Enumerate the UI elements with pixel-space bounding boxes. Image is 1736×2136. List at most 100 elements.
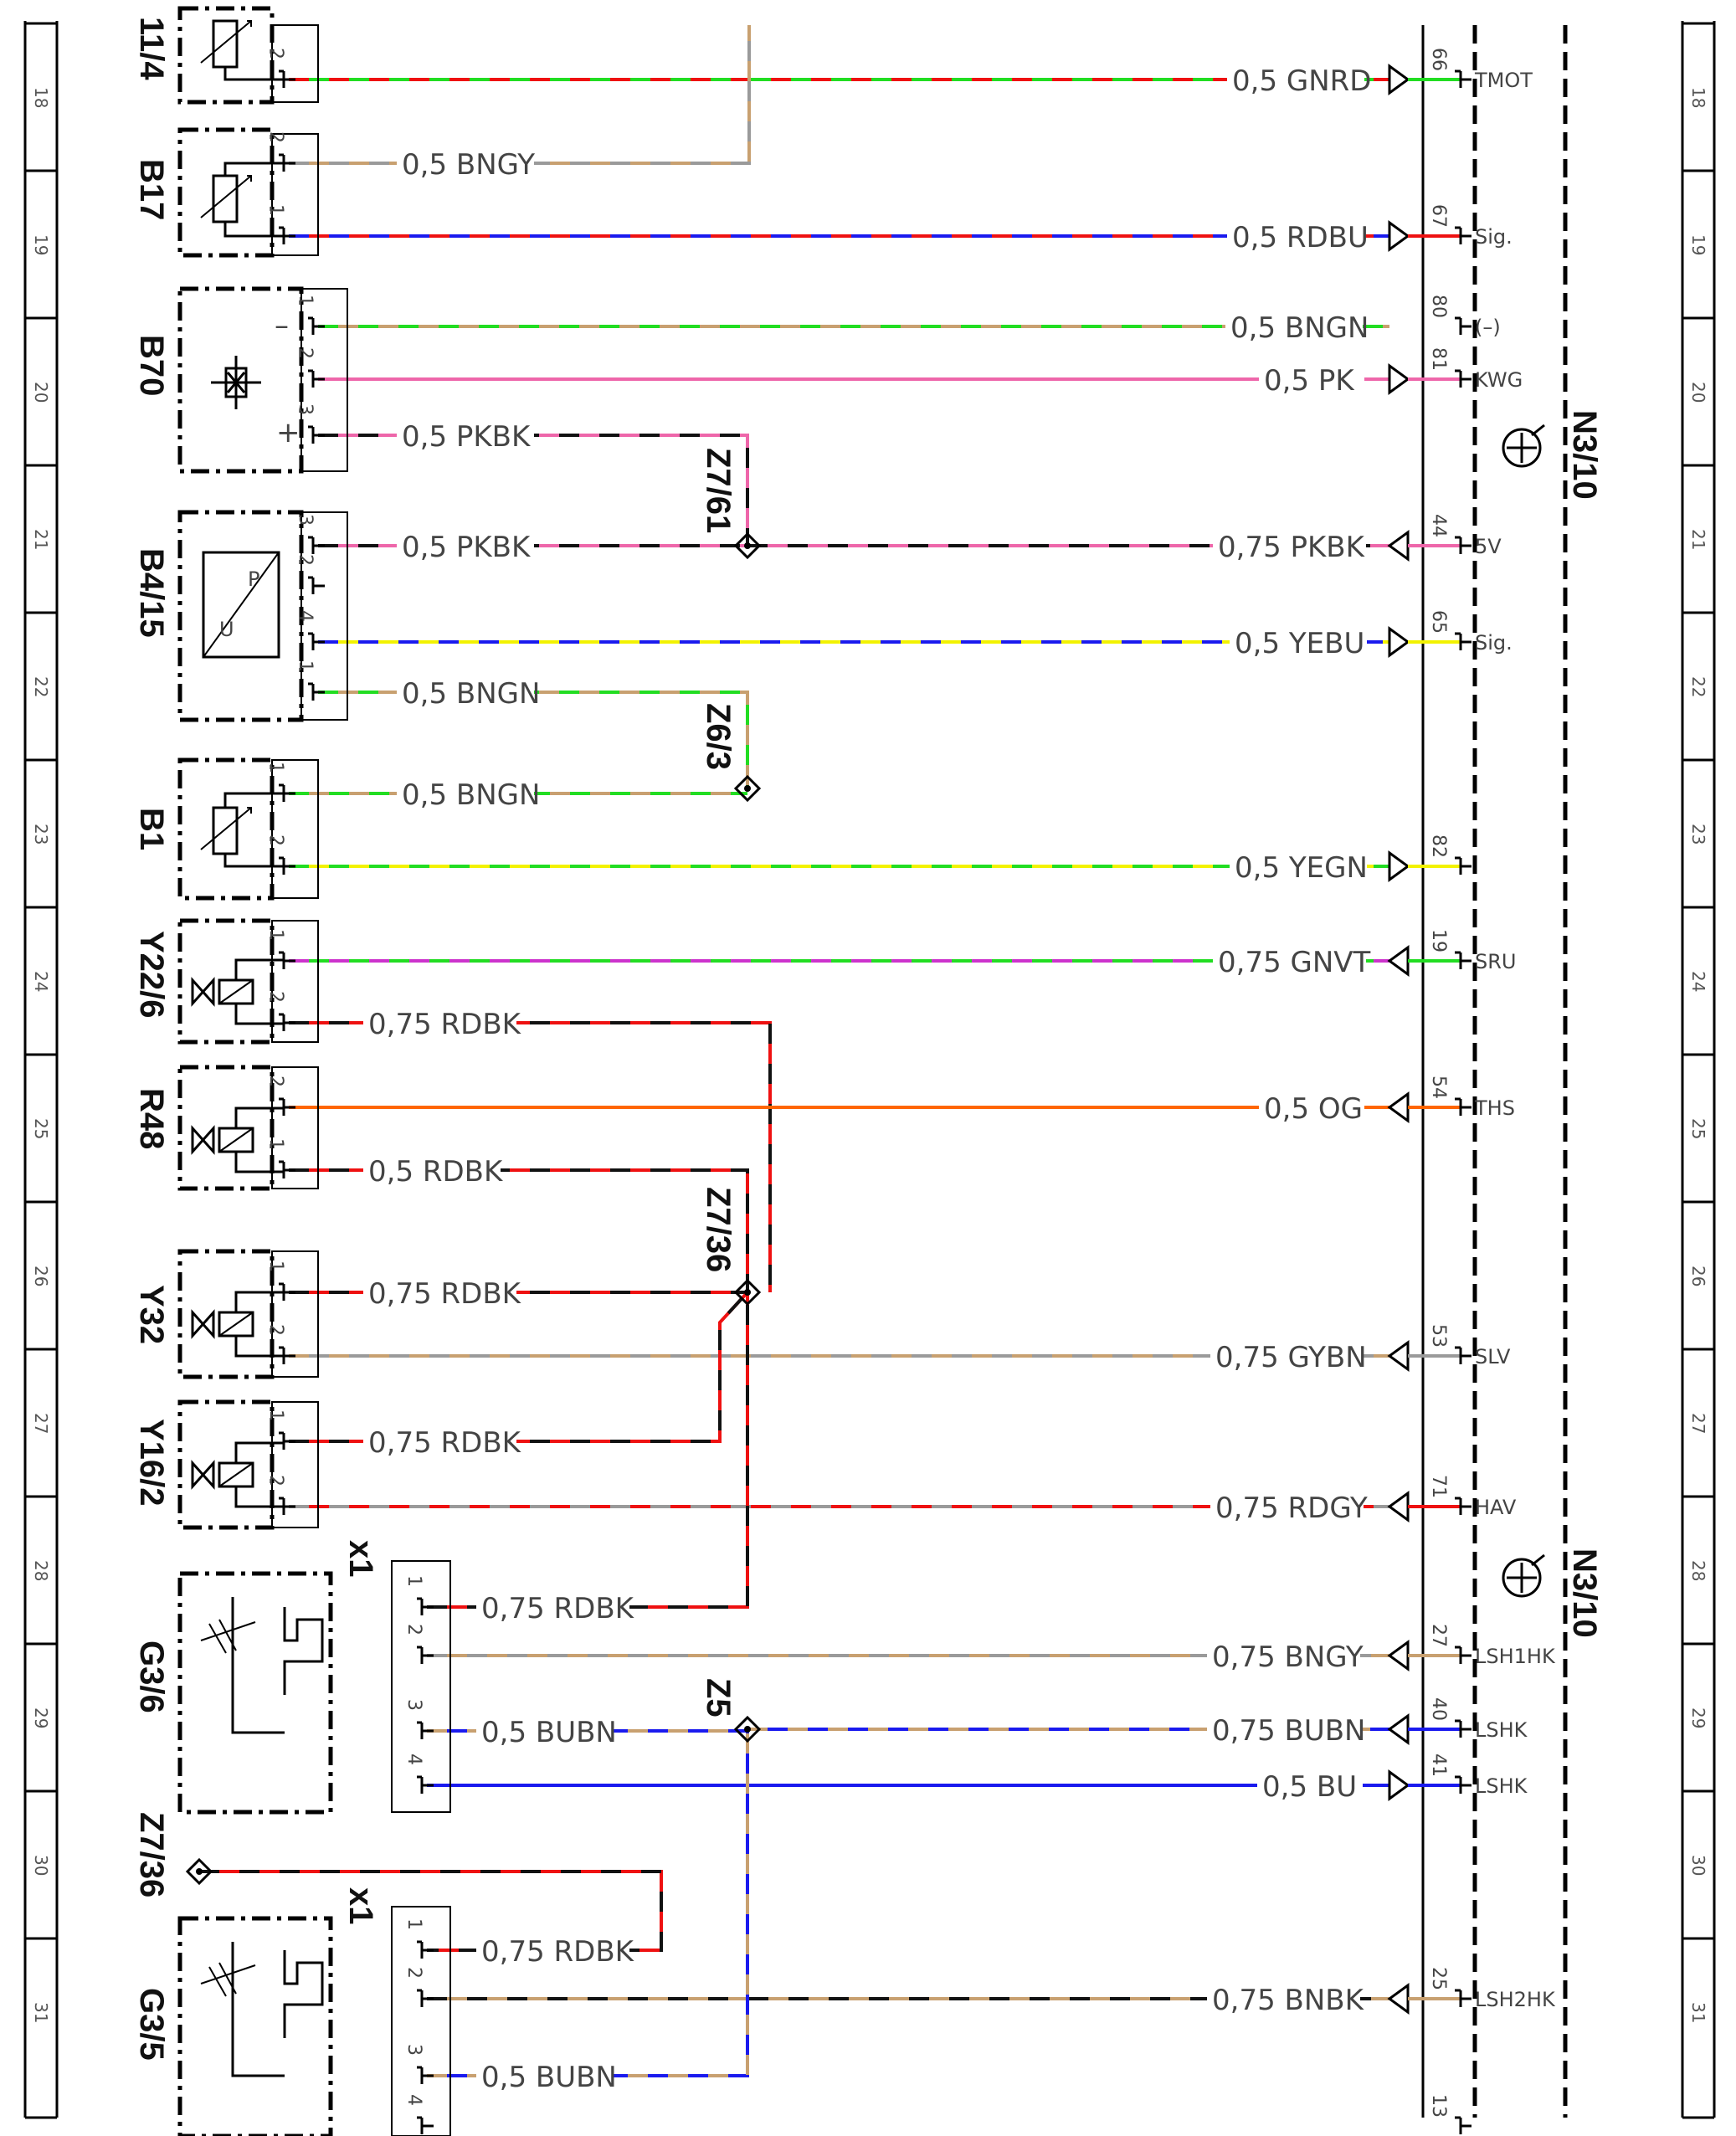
direction-arrow-icon <box>1387 1983 1410 2015</box>
component-pin-number: 2 <box>295 347 316 359</box>
valve-icon <box>191 1309 215 1339</box>
component-pin-number: 4 <box>295 610 316 622</box>
component-label-g3-5: G3/5 <box>133 1988 170 2061</box>
ecu-pin-icon <box>1455 1719 1471 1738</box>
pin-number-layer: 66TMOT67Sig.80(–)81KWG445V65Sig.8219SRU5… <box>265 48 1556 2118</box>
component-label-b17: B17 <box>133 159 170 220</box>
row-number: 26 <box>1688 1266 1708 1286</box>
wire-label: 0,5 BNGN <box>402 677 540 711</box>
ecu-ground-symbol <box>1502 424 1545 468</box>
splice-label-z5: Z5 <box>700 1678 737 1718</box>
wire-label: 0,75 RDGY <box>1215 1492 1368 1525</box>
splice-z7-61-marker <box>733 531 762 560</box>
component-label-b1: B1 <box>133 808 170 850</box>
component-pin-icon <box>279 69 295 88</box>
component-pin-icon <box>279 1013 295 1031</box>
ecu-pin-signal: TMOT <box>1474 69 1533 92</box>
row-number: 28 <box>1688 1560 1708 1581</box>
direction-arrow-icon <box>1387 1713 1410 1745</box>
component-pin-number: 1 <box>403 1575 424 1587</box>
component-pin-number: 2 <box>265 1076 286 1087</box>
inductive-sensor-icon <box>211 356 261 409</box>
component-pin-number: 4 <box>403 2094 424 2106</box>
component-pin-icon <box>279 1160 295 1178</box>
ecu-pin-signal: HAV <box>1475 1496 1517 1519</box>
component-pin-icon <box>279 226 295 244</box>
row-number: 18 <box>31 87 51 108</box>
ecu-pin-signal: KWG <box>1475 368 1523 392</box>
ecu-pin-icon <box>1455 369 1471 388</box>
component-pin-icon <box>308 682 325 701</box>
wire-label: 0,5 RDBK <box>368 1155 504 1189</box>
component-symbols: P U <box>191 19 1471 2134</box>
component-pin-icon <box>417 2066 434 2084</box>
direction-arrow-icon <box>1388 626 1410 658</box>
direction-arrow-icon <box>1387 1491 1410 1522</box>
row-number: 29 <box>1688 1707 1708 1728</box>
component-label-z7-36: Z7/36 <box>133 1812 170 1897</box>
component-pin-icon <box>417 1989 434 2007</box>
wire-label: 0,5 BNGY <box>402 148 535 182</box>
row-number: 24 <box>1688 971 1708 992</box>
component-pin-number: 2 <box>403 1624 424 1635</box>
component-pin-number: 2 <box>403 1967 424 1979</box>
row-number: 30 <box>1688 1855 1708 1876</box>
p-text: P <box>248 567 259 591</box>
splice-z7-36-lower-marker <box>185 1857 213 1886</box>
ecu-pin-number: 67 <box>1428 204 1449 228</box>
wire-label: 0,5 YEGN <box>1235 851 1368 885</box>
splice-z6-3-marker <box>733 774 762 803</box>
component-pin-icon <box>279 951 295 969</box>
row-number: 31 <box>31 2002 51 2023</box>
wire-label: 0,75 RDBK <box>368 1008 522 1041</box>
row-number: 21 <box>31 529 51 550</box>
pressure-sensor-icon: P U <box>202 551 280 659</box>
sensor-g3-6-box <box>177 1571 333 1815</box>
wire-stripe <box>289 1291 749 1443</box>
ecu-pin-number: 80 <box>1428 295 1449 318</box>
ecu-pin-icon <box>1455 951 1471 969</box>
component-pin-icon <box>308 369 325 388</box>
ecu-pin-signal: THS <box>1474 1096 1515 1120</box>
component-pin-number: 3 <box>295 403 316 415</box>
component-pin-icon <box>279 1097 295 1116</box>
component-pin-number: 3 <box>295 514 316 526</box>
component-pin-icon <box>279 1346 295 1364</box>
row-number: 23 <box>31 824 51 845</box>
component-pin-number: 1 <box>265 1261 286 1272</box>
polarity-minus: – <box>275 309 289 342</box>
ecu-pin-icon <box>1455 1646 1471 1664</box>
ecu-pin-number: 82 <box>1428 834 1449 858</box>
wire-label: 0,5 YEBU <box>1235 627 1364 660</box>
ecu-pin-icon <box>1455 1497 1471 1515</box>
row-number: 22 <box>31 676 51 697</box>
ecu-pin-number: 54 <box>1428 1076 1449 1099</box>
component-label-r48: R48 <box>133 1088 170 1149</box>
ecu-pin-icon <box>1455 1097 1471 1116</box>
component-pin-number: 1 <box>265 204 286 216</box>
sensor-b4-15-box <box>177 510 304 722</box>
component-pin-icon <box>417 2116 434 2134</box>
wire-label: 0,5 OG <box>1264 1092 1363 1126</box>
u-text: U <box>219 618 234 641</box>
component-pin-number: 1 <box>265 929 286 941</box>
component-pin-icon <box>308 425 325 444</box>
component-label-y16-2: Y16/2 <box>133 1419 170 1507</box>
wire-stripe <box>427 1729 749 2077</box>
oxygen-sensor-icon <box>200 1597 324 1734</box>
component-pin-icon <box>308 536 325 554</box>
component-label-y22-6: Y22/6 <box>133 931 170 1019</box>
splice-z5-marker <box>733 1715 762 1743</box>
direction-arrow-icon <box>1387 1640 1410 1671</box>
wire-label: 0,5 GNRD <box>1232 64 1371 98</box>
wire <box>289 1168 749 1292</box>
wire-label: 0,5 BUBN <box>481 1716 617 1749</box>
wire-label: 0,5 BU <box>1262 1770 1357 1804</box>
ecu-pin-signal: SLV <box>1475 1345 1511 1368</box>
component-pin-number: 3 <box>403 2044 424 2056</box>
component-label-y32: Y32 <box>133 1285 170 1344</box>
ecu-pin-signal: LSHK <box>1475 1718 1528 1742</box>
wire-label: 0,75 BNBK <box>1212 1984 1365 2017</box>
row-number: 29 <box>31 1707 51 1728</box>
